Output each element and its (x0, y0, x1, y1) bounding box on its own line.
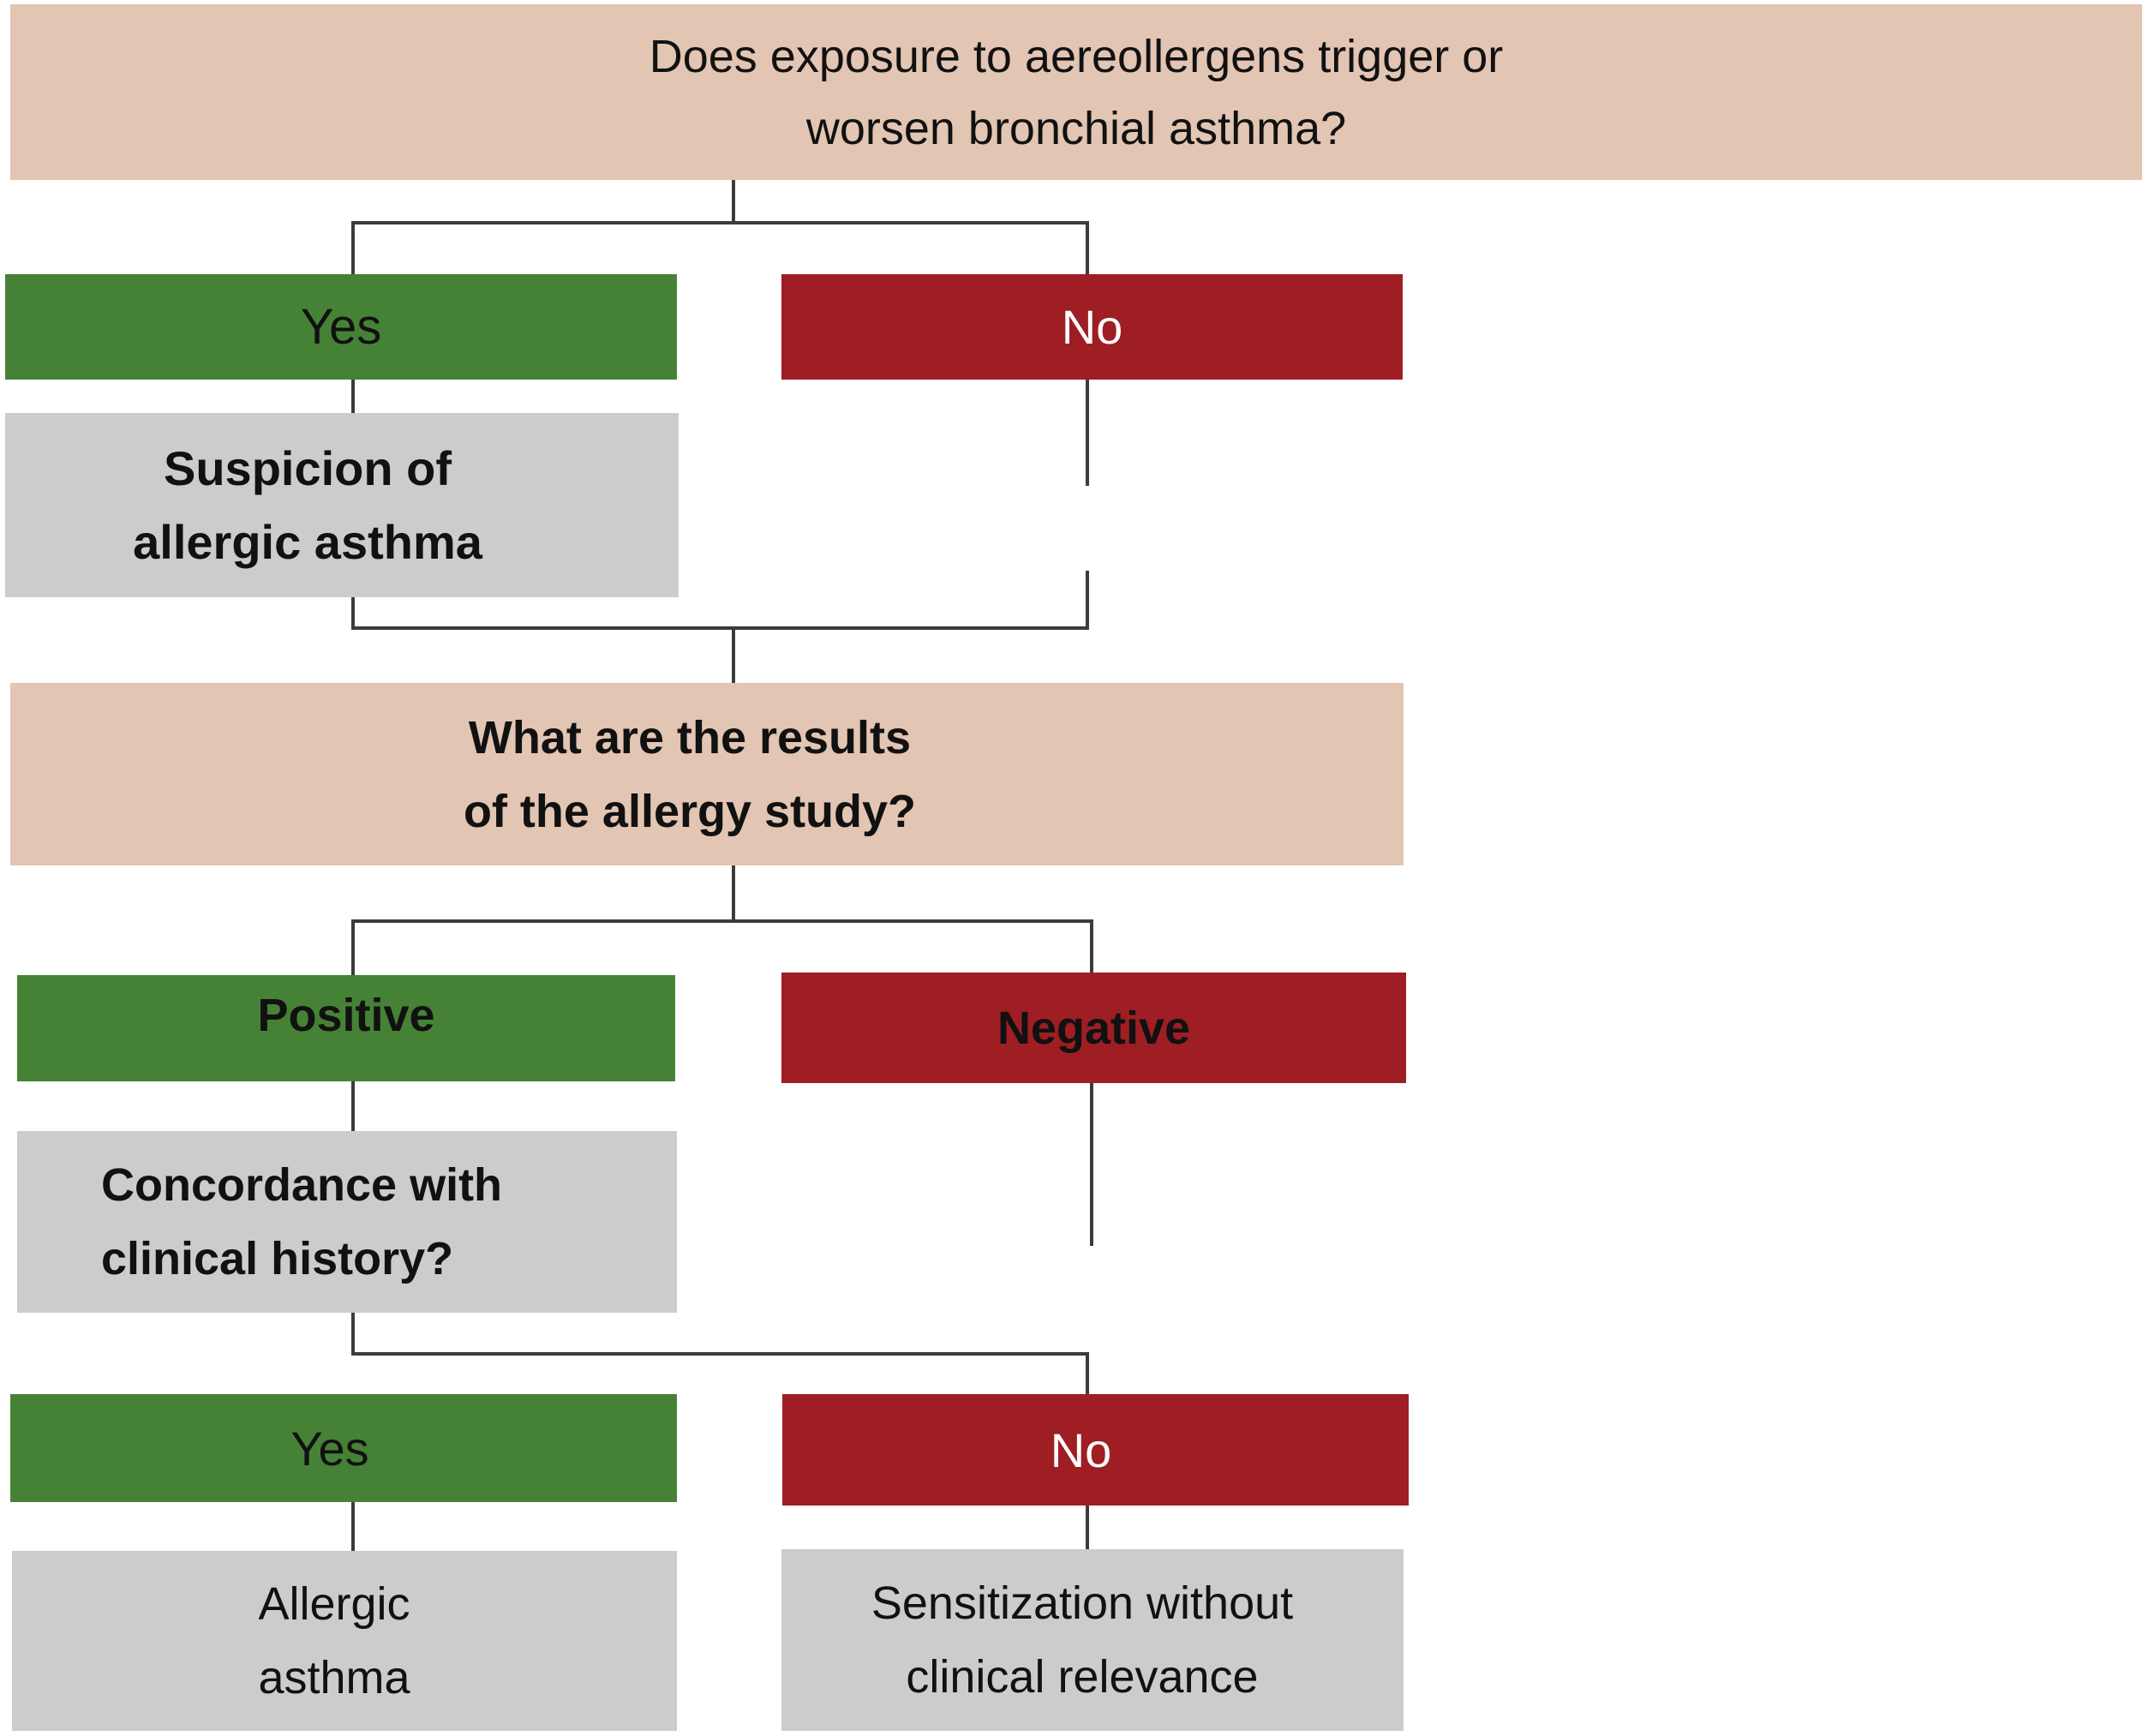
question-aeroallergen-exposure: Does exposure to aereollergens trigger o… (10, 4, 2142, 180)
result-positive-box: Positive (17, 975, 675, 1081)
outcome-allergic-asthma-box: Allergic asthma (12, 1551, 677, 1731)
study-question-line-1: What are the results (468, 711, 912, 763)
concordance-no-label: No (1050, 1422, 1112, 1477)
outcome-sensitization-box: Sensitization without clinical relevance (781, 1549, 1404, 1731)
result-negative-box: Negative (781, 973, 1406, 1083)
suspicion-line-2: allergic asthma (133, 514, 482, 569)
answer-yes-label: Yes (300, 299, 382, 355)
question-line-2: worsen bronchial asthma? (805, 102, 1347, 154)
concordance-yes-label: Yes (290, 1421, 369, 1476)
outcome-yes-line-2: asthma (258, 1652, 410, 1703)
study-question-line-2: of the allergy study? (463, 785, 917, 837)
outcome-no-line-2: clinical relevance (906, 1651, 1259, 1703)
outcome-yes-line-1: Allergic (258, 1578, 410, 1630)
outcome-no-line-1: Sensitization without (871, 1577, 1294, 1629)
question-line-1: Does exposure to aereollergens trigger o… (649, 30, 1504, 82)
concordance-line-2: clinical history? (101, 1233, 454, 1284)
suspicion-line-1: Suspicion of (164, 440, 452, 495)
answer-no-box: No (781, 274, 1403, 380)
concordance-line-1: Concordance with (101, 1159, 503, 1211)
suspicion-allergic-asthma-box: Suspicion of allergic asthma (5, 413, 679, 597)
answer-yes-box: Yes (5, 274, 677, 380)
answer-no-label: No (1061, 300, 1123, 354)
concordance-no-box: No (782, 1394, 1409, 1506)
concordance-question-box: Concordance with clinical history? (17, 1131, 677, 1313)
result-negative-label: Negative (997, 1002, 1191, 1054)
result-positive-label: Positive (257, 990, 435, 1041)
concordance-yes-box: Yes (10, 1394, 677, 1502)
question-allergy-study-results: What are the results of the allergy stud… (10, 683, 1404, 865)
